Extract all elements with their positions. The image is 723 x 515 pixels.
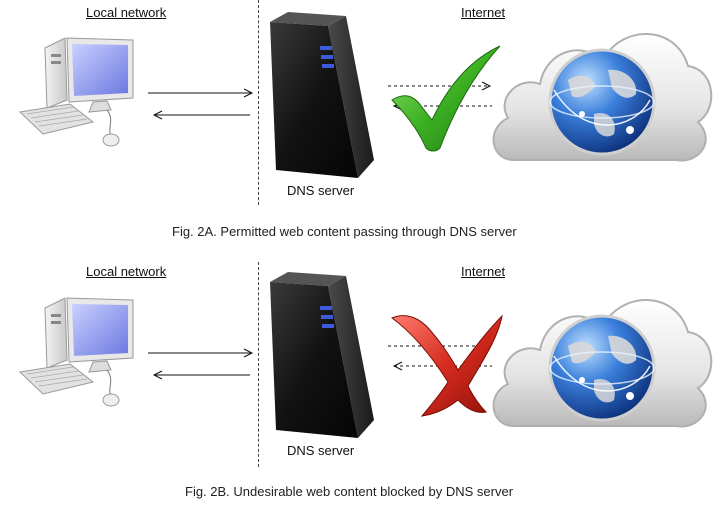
computer-icon [18,37,134,147]
dns-server-label: DNS server [287,183,355,198]
internet-label: Internet [461,5,506,20]
diagram-panel-blocked: Local network Internet [0,260,723,515]
globe-icon [548,314,656,422]
network-boundary-divider [258,0,259,205]
network-boundary-divider [258,262,259,467]
dns-server-icon [270,12,374,178]
cross-mark-icon [390,314,503,417]
local-network-label: Local network [86,264,167,279]
diagram-panel-permitted: Local network Internet [0,0,723,255]
check-mark-icon [391,45,501,152]
dns-server-label: DNS server [287,443,355,458]
globe-icon [548,48,656,156]
dns-server-icon [270,272,374,438]
local-traffic-arrows [148,348,254,380]
cloud-icon [492,33,713,162]
figure-caption: Fig. 2B. Undesirable web content blocked… [185,484,514,499]
local-network-label: Local network [86,5,167,20]
internet-label: Internet [461,264,506,279]
figure-caption: Fig. 2A. Permitted web content passing t… [172,224,517,239]
computer-icon [18,297,134,407]
cloud-icon [492,299,713,428]
local-traffic-arrows [148,88,254,120]
